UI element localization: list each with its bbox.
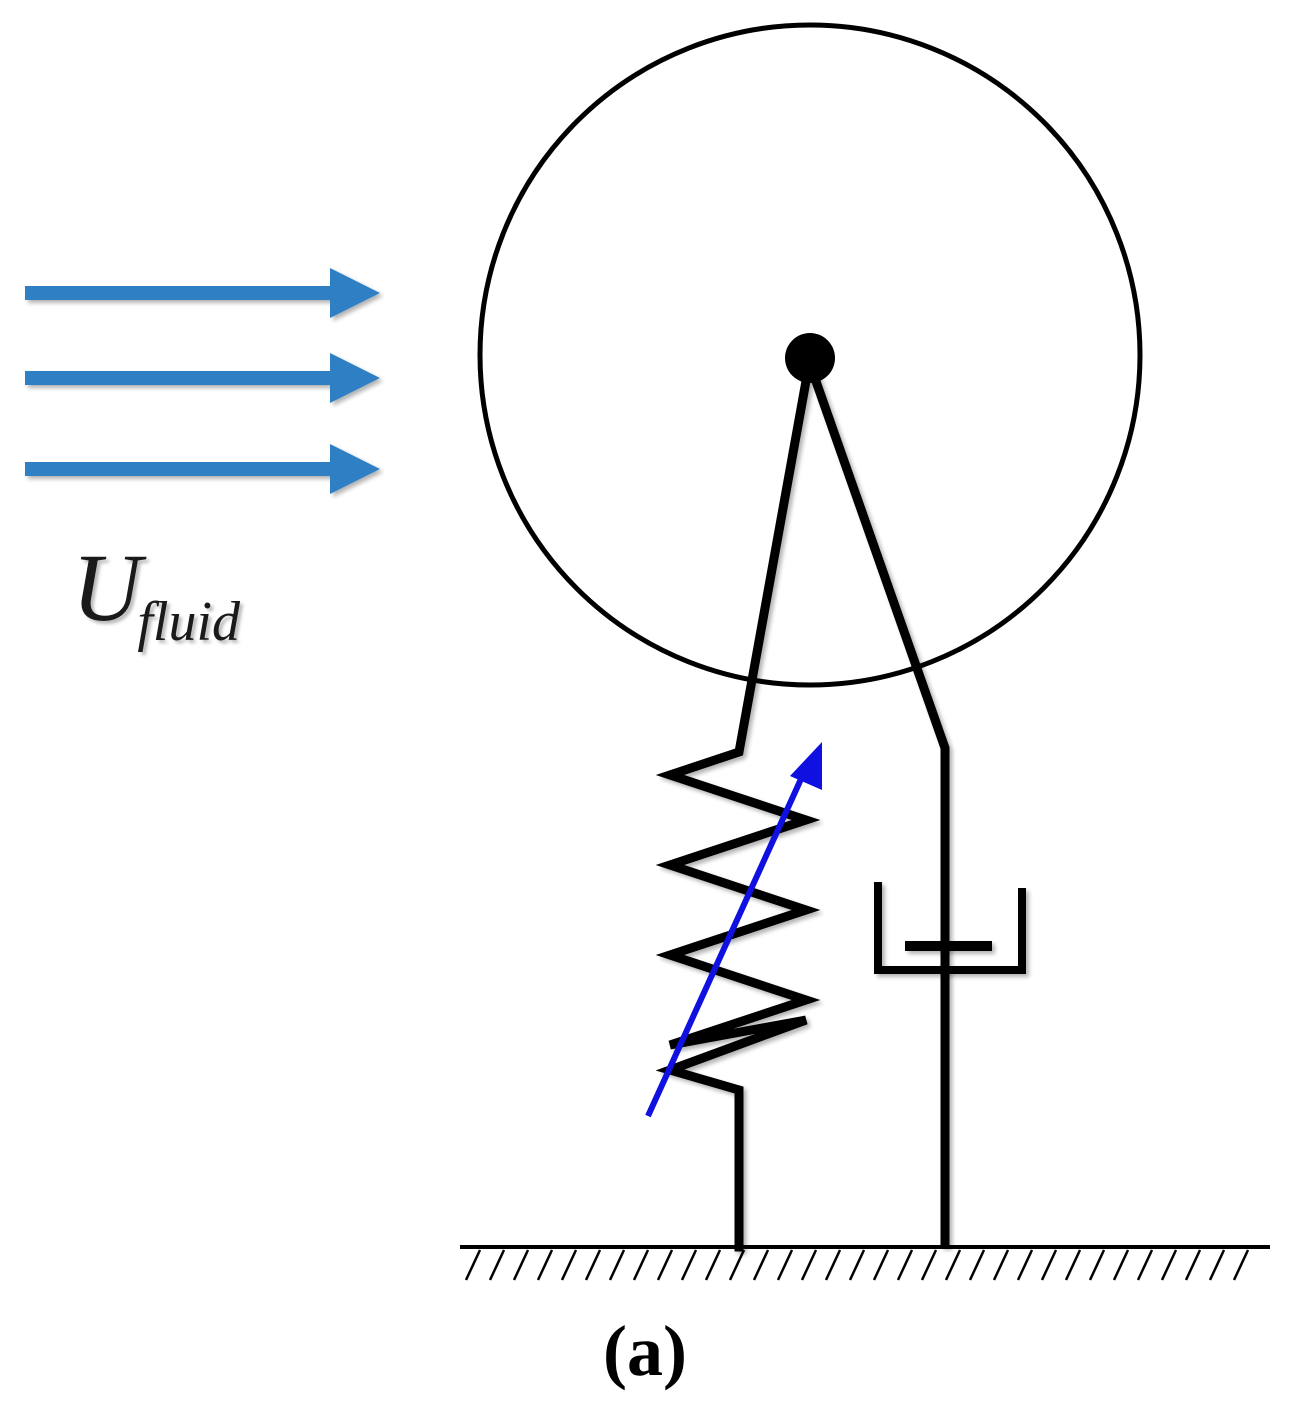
figure-caption: (a)	[0, 1310, 1290, 1393]
ground-hatch-line	[560, 1249, 578, 1281]
ground-hatch-line	[776, 1249, 794, 1281]
ground-hatch-line	[488, 1249, 506, 1281]
ground-hatch-line	[968, 1249, 986, 1281]
ground-hatch-line	[608, 1249, 626, 1281]
ground-hatch-line	[992, 1249, 1010, 1281]
ground-hatch-line	[752, 1249, 770, 1281]
damper-cup	[874, 882, 1026, 974]
ground-hatch-line	[872, 1249, 890, 1281]
flow-arrows	[25, 268, 380, 494]
flow-arrow-middle	[25, 353, 380, 403]
ground-hatch-line	[1088, 1249, 1106, 1281]
ground-hatch-line	[1232, 1249, 1250, 1281]
flow-arrow-bottom	[25, 444, 380, 494]
ground-hatch-line	[1112, 1249, 1130, 1281]
pivot-point	[785, 333, 835, 383]
damper-link	[807, 368, 950, 1247]
ground-hatch-line	[1208, 1249, 1226, 1281]
ground-hatch-line	[728, 1249, 746, 1281]
ground-hatch-line	[1016, 1249, 1034, 1281]
ground-hatch-line	[920, 1249, 938, 1281]
fluid-velocity-label: Ufluid	[72, 540, 244, 654]
caption-text: (a)	[603, 1311, 687, 1391]
ground-hatch-line	[896, 1249, 914, 1281]
variable-stiffness-arrow	[645, 742, 822, 1118]
ground-hatch-line	[1160, 1249, 1178, 1281]
velocity-symbol: U	[72, 534, 142, 641]
ground-hatch-line	[1040, 1249, 1058, 1281]
ground-hatch-line	[584, 1249, 602, 1281]
ground-hatch-line	[848, 1249, 866, 1281]
flow-arrow-top	[25, 268, 380, 318]
ground-hatch-line	[704, 1249, 722, 1281]
ground-hatch-line	[656, 1249, 674, 1281]
ground-hatch-line	[944, 1249, 962, 1281]
ground-hatch-line	[512, 1249, 530, 1281]
cylinder-circle	[477, 22, 1143, 688]
ground-hatch-line	[824, 1249, 842, 1281]
ground-hatch-line	[800, 1249, 818, 1281]
ground-hatch-line	[464, 1249, 482, 1281]
ground-hatch-line	[1184, 1249, 1202, 1281]
ground-hatch-line	[680, 1249, 698, 1281]
ground	[460, 1245, 1270, 1281]
velocity-subscript: fluid	[137, 591, 241, 653]
ground-hatch-line	[536, 1249, 554, 1281]
ground-hatch-line	[632, 1249, 650, 1281]
ground-hatch-line	[1136, 1249, 1154, 1281]
ground-hatch-line	[1064, 1249, 1082, 1281]
